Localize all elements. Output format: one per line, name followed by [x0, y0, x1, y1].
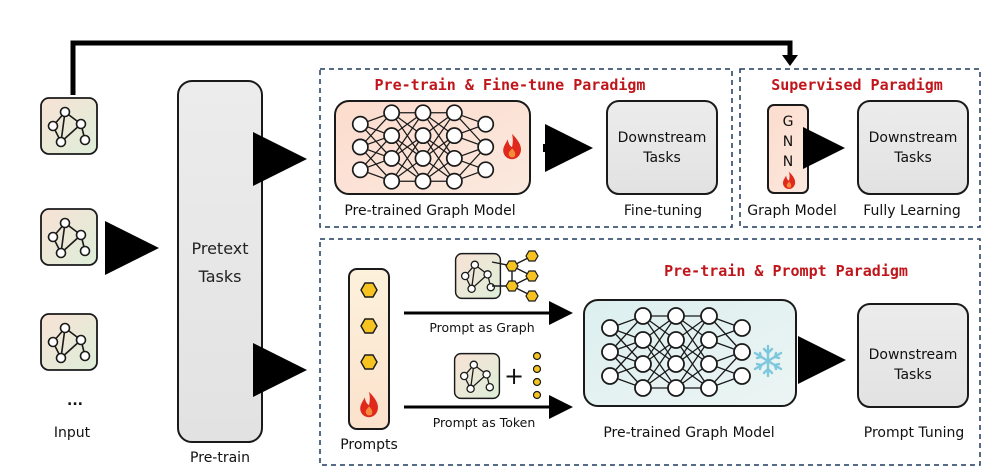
finetune-paradigm-box [319, 68, 733, 228]
skip-arrow [70, 40, 793, 95]
prompt-token-1-hexagon-icon [360, 282, 378, 298]
finetune-downstream-line-1: Downstream [618, 130, 707, 146]
prompt-as-graph-label: Prompt as Graph [429, 320, 534, 335]
gnn-letter-n1: N [783, 134, 793, 150]
prompt-method-caption: Prompt Tuning [864, 425, 965, 441]
supervised-method-caption: Fully Learning [863, 203, 960, 219]
prompt-downstream-box [857, 303, 969, 408]
input-graph-1-graph-icon [40, 97, 98, 155]
finetune-method-caption: Fine-tuning [624, 203, 702, 219]
input-label: Input [54, 425, 91, 441]
prompts-caption: Prompts [340, 437, 398, 453]
prompt-graph-graph-icon [454, 252, 502, 300]
input-ellipsis: ... [67, 393, 83, 409]
input-graph-3-graph-icon [40, 313, 98, 371]
finetune-title: Pre-train & Fine-tune Paradigm [375, 76, 646, 94]
input-graph-2-graph-icon [40, 208, 98, 266]
supervised-downstream-box [857, 100, 969, 195]
gnn-letter-g: G [783, 114, 794, 130]
pretext-line-1: Pretext [191, 239, 248, 258]
snowflake-icon [753, 344, 783, 378]
plus-sign: + [504, 362, 524, 390]
supervised-downstream-line-1: Downstream [869, 130, 958, 146]
prompt-as-token-label: Prompt as Token [433, 415, 536, 430]
skip-arrowhead [782, 55, 798, 66]
prompt-model-caption: Pre-trained Graph Model [603, 425, 774, 441]
prompts-column [348, 268, 390, 430]
token-dots [532, 351, 542, 400]
prompt-subgraph [491, 250, 539, 302]
pretext-tasks-block [177, 80, 263, 443]
supervised-model-caption: Graph Model [747, 203, 836, 219]
prompt-title: Pre-train & Prompt Paradigm [664, 262, 908, 280]
finetune-model-caption: Pre-trained Graph Model [344, 203, 515, 219]
pretrain-caption: Pre-train [190, 450, 250, 466]
gnn-letter-n2: N [783, 154, 793, 170]
prompt-downstream-line-2: Tasks [893, 367, 932, 383]
pretext-line-2: Tasks [198, 267, 242, 286]
finetune-downstream-line-2: Tasks [642, 150, 681, 166]
finetune-downstream-box [606, 100, 718, 195]
supervised-paradigm-box [739, 68, 981, 228]
prompt-downstream-line-1: Downstream [869, 347, 958, 363]
prompt-token-3-hexagon-icon [360, 354, 378, 370]
supervised-downstream-line-2: Tasks [893, 150, 932, 166]
prompt-token-2-hexagon-icon [360, 318, 378, 334]
prompt-token-graph-icon [453, 352, 501, 400]
prompt-paradigm-box [319, 238, 981, 466]
supervised-title: Supervised Paradigm [771, 76, 943, 94]
